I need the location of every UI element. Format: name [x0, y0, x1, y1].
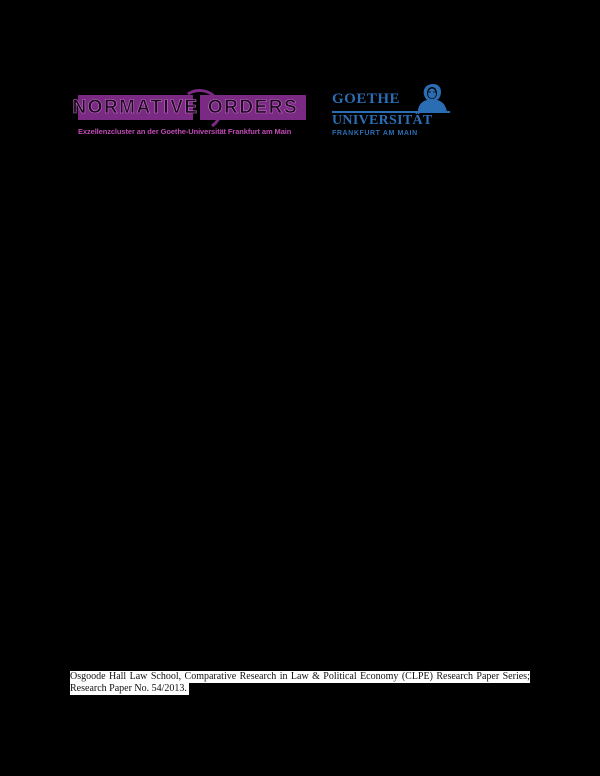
footnote-word: Law — [129, 671, 148, 682]
goethe-university-logo: GOETHE UNIVERSITÄT FRANKFURT AM MAIN — [332, 84, 454, 142]
footnote-word: Paper — [476, 671, 500, 682]
goethe-text: GOETHE — [332, 91, 401, 107]
normative-orders-logo: NORMATIVE ORDERS Exzellenzcluster an der… — [72, 85, 306, 137]
orders-word: ORDERS — [200, 95, 306, 120]
footnote-word: & — [312, 671, 320, 682]
normative-orders-subtitle: Exzellenzcluster an der Goethe-Universit… — [78, 127, 292, 136]
logo-divider — [332, 111, 450, 113]
footnote-word: Osgoode — [70, 671, 106, 682]
footnote-word: School, — [150, 671, 182, 682]
footnote-word: (CLPE) — [401, 671, 433, 682]
goethe-portrait-icon — [418, 84, 447, 112]
universitaet-text: UNIVERSITÄT — [332, 113, 433, 128]
footnote-word: Research — [239, 671, 277, 682]
footnote-line-1: Osgoode Hall Law School, Comparative Res… — [70, 671, 530, 683]
footnote-word: Law — [290, 671, 309, 682]
footnote-word: Political — [323, 671, 357, 682]
footnote-word: Research — [436, 671, 473, 682]
footnote-word: Hall — [108, 671, 127, 682]
footnote-word: Comparative — [184, 671, 237, 682]
footnote-word: Series; — [502, 671, 530, 682]
footnote-word: in — [279, 671, 288, 682]
footnote-word: Economy — [360, 671, 399, 682]
normative-word: NORMATIVE — [72, 95, 197, 120]
frankfurt-text: FRANKFURT AM MAIN — [332, 130, 418, 137]
footnote-line-2: Research Paper No. 54/2013. — [70, 683, 189, 695]
